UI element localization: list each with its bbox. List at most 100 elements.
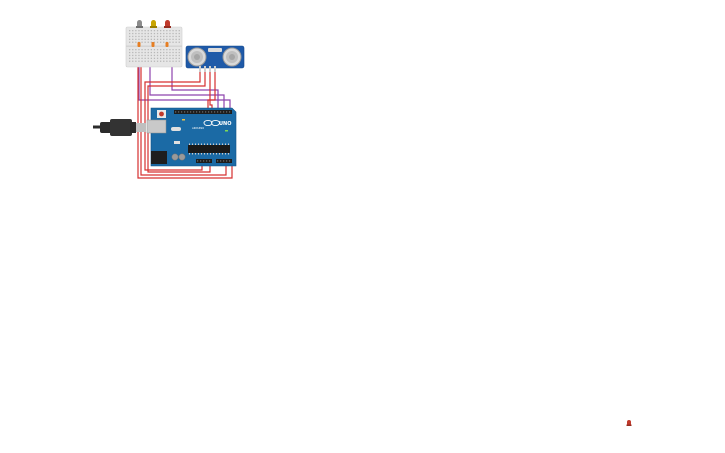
- chip-pin: [207, 143, 208, 145]
- ultrasonic-sensor[interactable]: [185, 45, 245, 72]
- usb-cable[interactable]: [93, 119, 146, 136]
- breadboard-hole: [132, 57, 134, 59]
- header-pin: [178, 111, 180, 113]
- led-red[interactable]: [164, 20, 171, 28]
- chip-pin: [216, 143, 217, 145]
- led-grey[interactable]: [136, 20, 143, 28]
- chip-pin: [195, 153, 196, 155]
- header-pin: [184, 111, 186, 113]
- breadboard-hole: [141, 30, 143, 32]
- chip-pin: [216, 153, 217, 155]
- chip-pin: [228, 143, 229, 145]
- breadboard-hole: [169, 57, 171, 59]
- chip-pin: [198, 153, 199, 155]
- chip-pin: [219, 143, 220, 145]
- chip-pins: [189, 143, 229, 155]
- sensor-pins: [199, 66, 216, 72]
- breadboard-hole: [160, 38, 162, 40]
- chip-pin: [192, 153, 193, 155]
- breadboard-hole: [153, 49, 156, 51]
- breadboard-hole: [160, 51, 162, 54]
- breadboard-hole: [138, 49, 140, 51]
- power-jack: [151, 151, 167, 164]
- breadboard-hole: [153, 60, 156, 62]
- breadboard-hole: [135, 54, 137, 57]
- resistor-2[interactable]: [151, 42, 155, 47]
- breadboard-hole: [178, 32, 180, 35]
- reset-button[interactable]: [157, 110, 166, 118]
- header-pin: [209, 160, 211, 162]
- breadboard-hole: [163, 60, 165, 62]
- chip-pin: [189, 143, 190, 145]
- breadboard-hole: [175, 38, 177, 40]
- breadboard-hole: [166, 30, 168, 32]
- chip-pin: [219, 153, 220, 155]
- breadboard-hole: [153, 54, 156, 57]
- chip-pin: [198, 143, 199, 145]
- breadboard-hole: [156, 32, 159, 35]
- breadboard-hole: [163, 54, 165, 57]
- header-pin: [214, 111, 216, 113]
- breadboard-hole: [132, 60, 134, 62]
- header-pin: [211, 111, 213, 113]
- breadboard-holes: [129, 30, 180, 62]
- breadboard-hole: [141, 49, 143, 51]
- breadboard-hole: [175, 30, 177, 32]
- wire-red-6[interactable]: [140, 64, 227, 176]
- brand-label: ARDUINO: [192, 126, 204, 130]
- breadboard-hole: [135, 35, 137, 38]
- breadboard-hole: [153, 41, 156, 43]
- breadboard-hole: [160, 32, 162, 35]
- resistor-3[interactable]: [165, 42, 169, 47]
- breadboard-hole: [160, 60, 162, 62]
- breadboard-hole: [178, 41, 180, 43]
- breadboard-hole: [129, 49, 131, 51]
- breadboard-hole: [150, 30, 152, 32]
- resistor-1[interactable]: [137, 42, 141, 47]
- breadboard-hole: [156, 51, 159, 54]
- arduino-uno[interactable]: UNO ARDUINO: [146, 107, 237, 167]
- breadboard-hole: [141, 57, 143, 59]
- breadboard-hole: [144, 49, 146, 51]
- breadboard-hole: [129, 32, 131, 35]
- header-pin: [226, 111, 228, 113]
- board-label: UNO: [219, 121, 232, 127]
- breadboard-hole: [160, 35, 162, 38]
- breadboard-hole: [144, 35, 146, 38]
- breadboard-hole: [166, 54, 168, 57]
- wire-red-3[interactable]: [209, 72, 213, 112]
- breadboard-hole: [132, 32, 134, 35]
- breadboard-hole: [141, 32, 143, 35]
- led-yellow[interactable]: [150, 20, 157, 28]
- breadboard-hole: [135, 51, 137, 54]
- wire-purple-1[interactable]: [138, 48, 231, 112]
- breadboard-hole: [169, 60, 171, 62]
- header-pin: [220, 160, 222, 162]
- chip-pin: [213, 143, 214, 145]
- chip-pin: [204, 153, 205, 155]
- wire-red-5[interactable]: [137, 64, 233, 179]
- wire-red-4[interactable]: [207, 72, 216, 112]
- breadboard-hole: [160, 54, 162, 57]
- breadboard-hole: [178, 30, 180, 32]
- breadboard[interactable]: [125, 26, 183, 68]
- transducer-right: [222, 47, 242, 67]
- stray-led[interactable]: [626, 420, 632, 426]
- breadboard-hole: [172, 51, 174, 54]
- breadboard-hole: [172, 30, 174, 32]
- breadboard-hole: [138, 57, 140, 59]
- breadboard-hole: [160, 41, 162, 43]
- breadboard-hole: [138, 32, 140, 35]
- header-pin: [226, 160, 228, 162]
- breadboard-hole: [156, 30, 159, 32]
- breadboard-hole: [153, 38, 156, 40]
- breadboard-hole: [156, 49, 159, 51]
- capacitor-3: [178, 153, 186, 161]
- breadboard-hole: [156, 35, 159, 38]
- breadboard-hole: [129, 60, 131, 62]
- breadboard-hole: [172, 35, 174, 38]
- board-led-l: [182, 119, 185, 121]
- header-pin: [196, 111, 198, 113]
- chip-pin: [225, 153, 226, 155]
- breadboard-hole: [163, 51, 165, 54]
